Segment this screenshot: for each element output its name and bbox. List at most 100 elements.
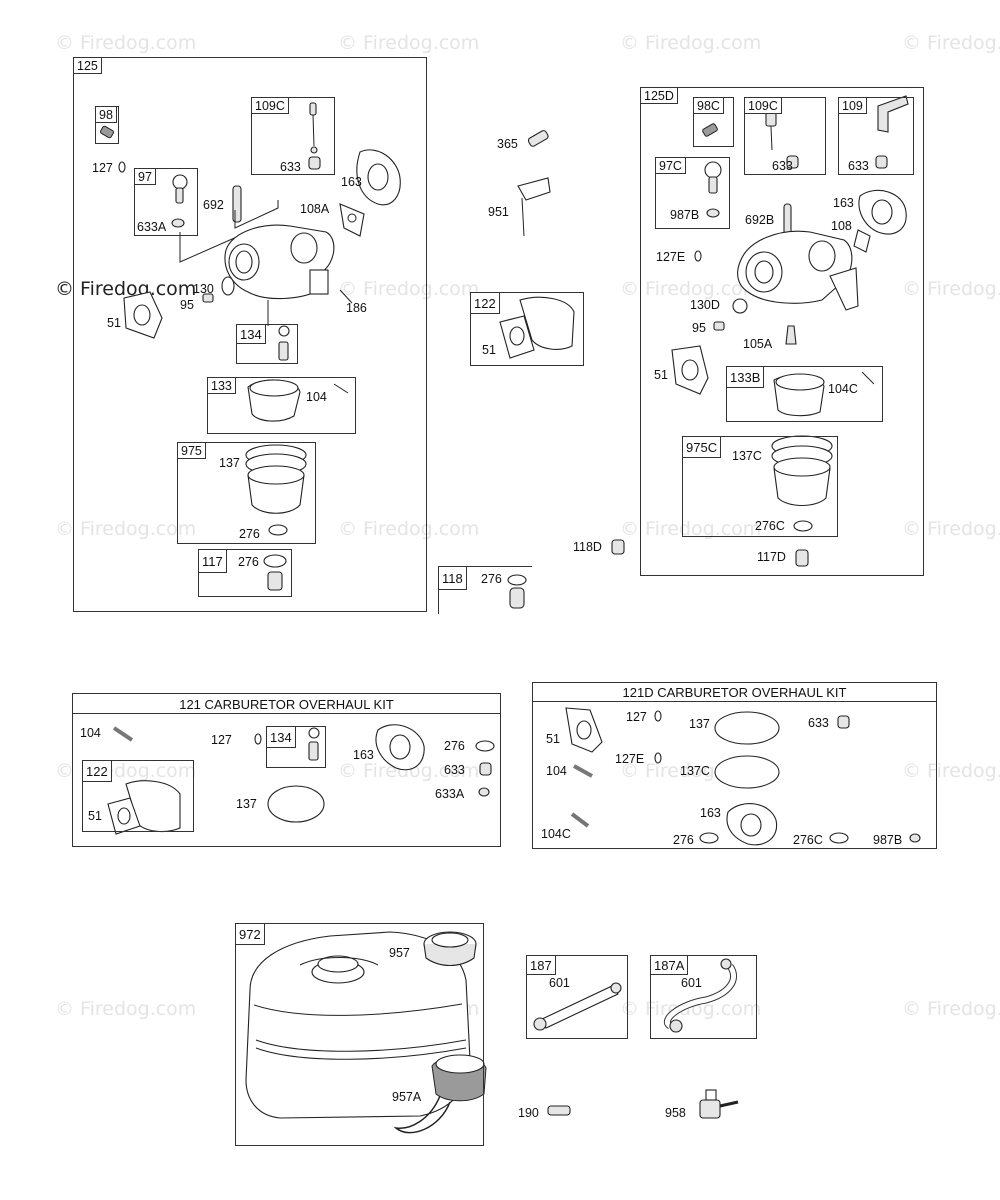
part-95-label: 95 — [180, 298, 194, 312]
valve-105a-icon — [785, 325, 797, 345]
kit121-163-label: 163 — [353, 748, 374, 762]
part-97-tag: 97 — [134, 168, 156, 185]
kit-121d-panel — [532, 682, 937, 849]
watermark: © Firedog.com — [338, 32, 480, 54]
part-133-tag: 133 — [207, 377, 236, 394]
carburetor-body-d-icon — [737, 230, 859, 311]
part-187-tag: 187 — [526, 955, 556, 975]
kit121-washer-127-icon — [254, 733, 262, 745]
part-276-mid-label: 276 — [481, 572, 502, 586]
part-118d-label: 118D — [573, 540, 602, 554]
watermark: © Firedog.com — [55, 518, 197, 540]
kit121-134-tag: 134 — [266, 726, 296, 748]
panel-125-tag: 125 — [73, 57, 102, 74]
needle-134-icon — [278, 325, 290, 361]
kit121-washer-276-icon — [475, 740, 495, 752]
part-601b-label: 601 — [681, 976, 702, 990]
float-133-icon — [247, 379, 349, 422]
fuel-line-187-icon — [533, 982, 622, 1031]
kit121d-633-label: 633 — [808, 716, 829, 730]
seat-633b-icon — [875, 155, 888, 169]
needle-109c-d-icon — [765, 103, 777, 151]
part-365-label: 365 — [497, 137, 518, 151]
gasket-51-icon — [123, 291, 163, 339]
box-133 — [207, 377, 356, 434]
part-972-tag: 972 — [235, 923, 265, 945]
box-122 — [470, 292, 584, 366]
part-633b-label: 633 — [848, 159, 869, 173]
screw-95-icon — [202, 293, 214, 303]
bowl-975-icon — [245, 444, 307, 536]
watermark: © Firedog.com — [902, 278, 1000, 300]
part-109c-d-tag: 109C — [744, 97, 782, 114]
lever-951-icon — [517, 177, 551, 237]
part-975-tag: 975 — [177, 442, 206, 459]
watermark: © Firedog.com — [902, 518, 1000, 540]
part-127e-label: 127E — [656, 250, 686, 264]
kit121d-seat-633-icon — [837, 715, 850, 729]
kit121d-pin-104c-icon — [570, 812, 590, 828]
kit121-seat-633-icon — [479, 762, 492, 776]
part-163-label: 163 — [341, 175, 362, 189]
part-133b-tag: 133B — [726, 366, 765, 388]
nut-117-icon — [267, 571, 283, 591]
part-51-label: 51 — [107, 316, 121, 330]
watermark: © Firedog.com — [902, 32, 1000, 54]
part-134-tag: 134 — [236, 324, 266, 344]
seat-987b-icon — [706, 208, 720, 218]
seat-633a-icon — [171, 218, 185, 228]
fitting-190-icon — [547, 1105, 571, 1116]
carburetor-body-icon — [224, 224, 335, 300]
part-633a-label: 633A — [137, 220, 167, 234]
part-109-tag: 109 — [838, 97, 867, 114]
kit-121-title: 121 CARBURETOR OVERHAUL KIT — [72, 696, 501, 714]
kit121d-washer-127-icon — [654, 710, 662, 722]
kit121d-276c-label: 276C — [793, 833, 823, 847]
part-130d-label: 130D — [690, 298, 720, 312]
panel-125 — [73, 57, 427, 612]
kit-121d-title: 121D CARBURETOR OVERHAUL KIT — [532, 684, 937, 702]
kit121-gasket-163-icon — [375, 724, 425, 771]
watermark: © Firedog.com — [620, 518, 762, 540]
part-633-label: 633 — [280, 160, 301, 174]
part-51-d-label: 51 — [654, 368, 668, 382]
watermark: © Firedog.com — [338, 278, 480, 300]
kit121d-987b-label: 987B — [873, 833, 903, 847]
kit121-51-label: 51 — [88, 809, 102, 823]
part-104c-label: 104C — [828, 382, 858, 396]
part-951-label: 951 — [488, 205, 509, 219]
kit121d-104-label: 104 — [546, 764, 567, 778]
panel-972 — [235, 923, 484, 1146]
part-104-label: 104 — [306, 390, 327, 404]
kit121d-oring-137-icon — [714, 711, 780, 745]
box-134 — [236, 324, 298, 364]
washer-276-icon — [263, 554, 287, 568]
part-117-tag: 117 — [198, 549, 227, 573]
screw-98c-icon — [702, 123, 718, 137]
panel-125d-tag: 125D — [640, 87, 678, 104]
watermark: © Firedog.com — [338, 518, 480, 540]
kit121d-washer-276-icon — [699, 832, 719, 844]
needle-109c-icon — [309, 102, 318, 154]
watermark: © Firedog.com — [620, 278, 762, 300]
fitting-365-icon — [527, 130, 549, 147]
choke-97-icon — [172, 174, 188, 204]
part-958-label: 958 — [665, 1106, 686, 1120]
gasket-163d-icon — [858, 189, 907, 235]
part-109c-tag: 109C — [251, 97, 289, 114]
box-97c — [655, 157, 730, 229]
fuel-cap-957a-icon — [393, 1054, 487, 1134]
kit121d-137-label: 137 — [689, 717, 710, 731]
part-127-label: 127 — [92, 161, 113, 175]
box-109c — [251, 97, 335, 175]
kit121d-washer-127e-icon — [654, 752, 662, 764]
kit121-seat-633a-icon — [478, 787, 490, 797]
kit121-pin-104-icon — [112, 726, 134, 742]
screw-95d-icon — [713, 321, 725, 331]
part-186-label: 186 — [346, 301, 367, 315]
watermark: © Firedog.com — [620, 998, 762, 1020]
kit121d-gasket-163-icon — [726, 803, 778, 846]
gasket-163-icon — [356, 149, 401, 206]
kit121d-oring-137c-icon — [714, 755, 780, 789]
part-95-d-label: 95 — [692, 321, 706, 335]
